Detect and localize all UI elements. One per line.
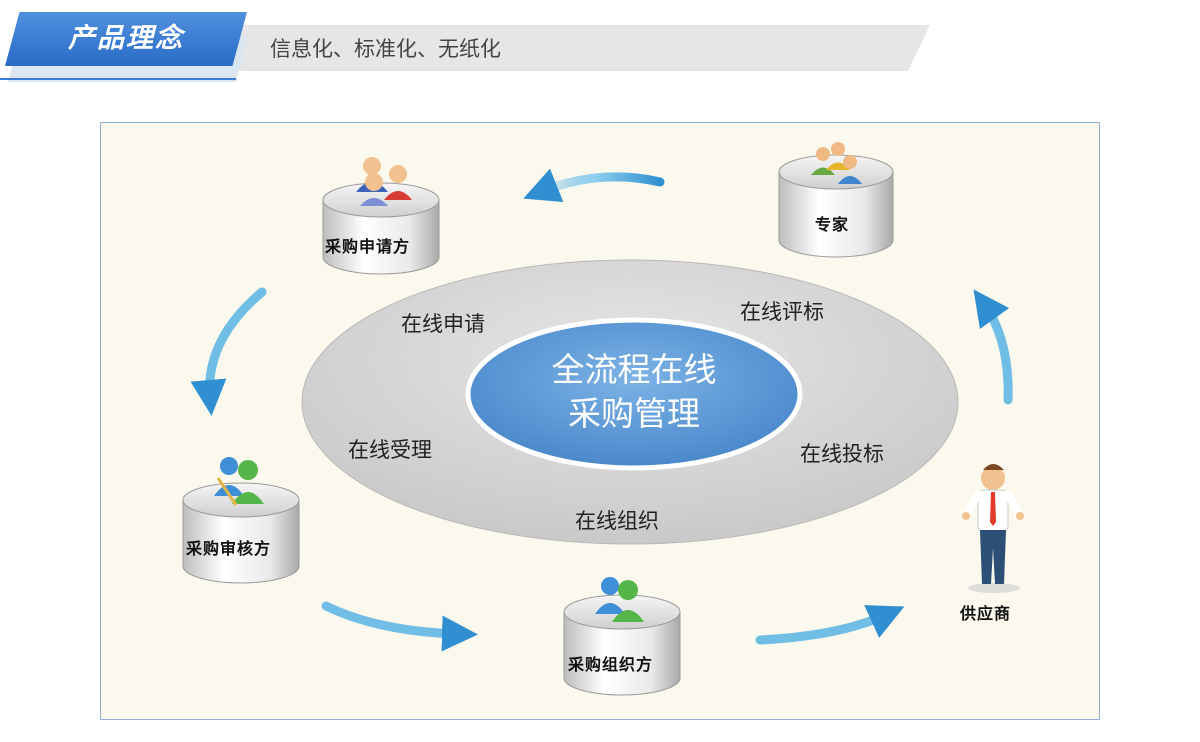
flow-arrows [190,168,1013,652]
node-supplier-label: 供应商 [960,604,1012,623]
label-online-evaluate: 在线评标 [740,300,824,324]
people-icon-reviewer [214,457,264,506]
node-requester-label: 采购申请方 [325,237,411,256]
header-title: 产品理念 [68,23,184,54]
arrow-requester-to-reviewer [190,287,267,416]
cylinder-requester [322,182,440,275]
header-subtitle: 信息化、标准化、无纸化 [270,37,501,61]
center-title: 全流程在线 采购管理 [478,348,790,436]
arrow-reviewer-to-organizer [321,601,478,652]
cylinder-organizer [563,594,681,696]
label-online-organize: 在线组织 [575,509,659,533]
center-title-line2: 采购管理 [568,394,700,433]
header-bar [200,25,930,71]
header-underline [0,78,236,80]
cylinder-expert [778,154,894,258]
arrow-expert-to-requester [523,168,665,203]
label-online-apply: 在线申请 [401,312,485,336]
node-expert-label: 专家 [815,215,850,234]
supplier-person-icon [962,464,1024,593]
header-tag [5,12,247,66]
people-icon-requester [356,157,412,206]
arrow-supplier-to-expert [973,289,1013,405]
label-online-accept: 在线受理 [348,438,432,462]
center-title-line1: 全流程在线 [551,350,717,389]
label-online-bid: 在线投标 [800,442,884,466]
arrow-organizer-to-supplier [755,605,905,645]
node-reviewer-label: 采购审核方 [186,539,272,558]
people-icon-expert [811,142,862,184]
center-ellipse [465,317,803,471]
node-organizer-label: 采购组织方 [568,655,654,674]
people-icon-organizer [595,577,644,622]
